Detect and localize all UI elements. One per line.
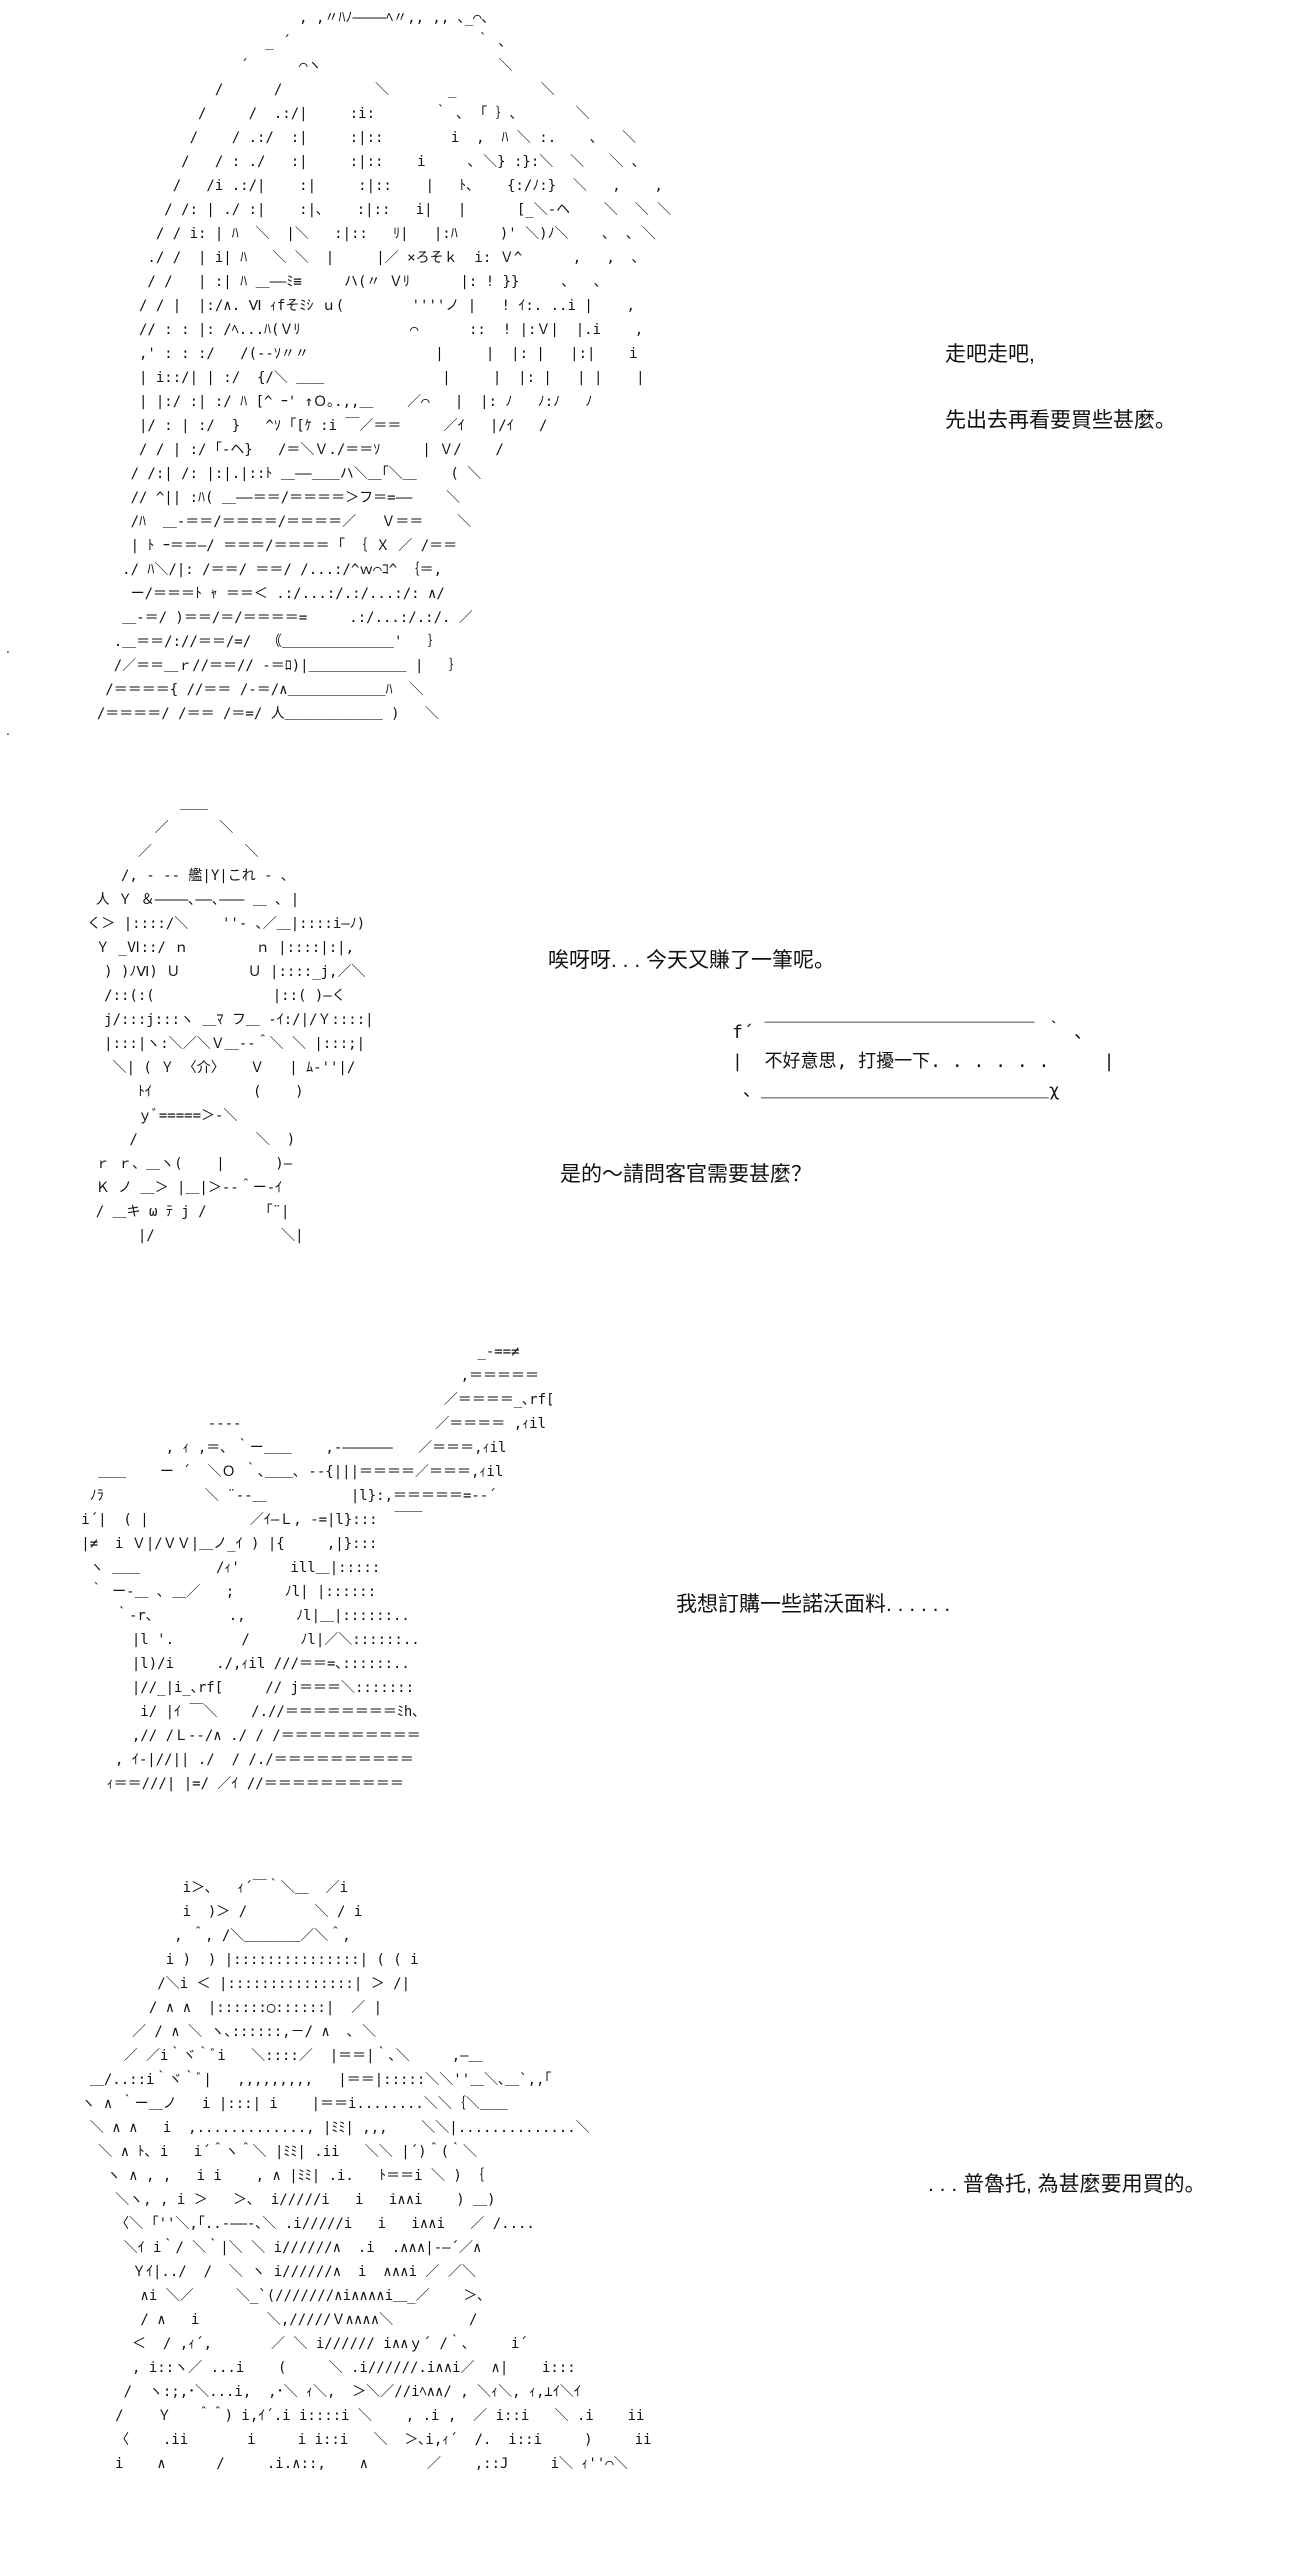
ascii-art-kancolle-shopkeeper: ＿＿ ／ ＼ ／ ＼ /, ‐ -- 艦|Y|これ - ､ 人 Ｙ ＆――――､… — [87, 796, 374, 1244]
dialogue-line-1: 走吧走吧, — [945, 343, 1035, 366]
ascii-art-mecha-pluto: i＞､ ｨ´￣｀＼＿ ／i i )＞ / ＼ / i , ＾, /＼＿＿＿＿／＼… — [81, 1880, 652, 2472]
dialogue-line-2: 先出去再看要買些甚麼。 — [945, 409, 1176, 432]
margin-dot: . — [6, 722, 10, 738]
ascii-art-customer: _-==≠ ,＝＝＝＝＝ ／＝＝＝＝_､rf[ ---- ／＝＝＝＝ ,ｨil … — [81, 1344, 555, 1792]
dialogue-line-6: . . . 普魯托, 為甚麼要用買的。 — [928, 2173, 1206, 2196]
dialogue-line-4: 是的～請問客官需要甚麼？ — [560, 1163, 812, 1186]
dialogue-line-3: 唉呀呀. . . 今天又賺了一筆呢。 — [548, 949, 836, 972]
margin-dot: . — [6, 640, 10, 656]
ascii-art-long-haired-girl: , ,〃ﾊﾉ――――ﾍ〃,, ,, ､_⌒､ _ ´ ｀ ､ ´ ⌒ヽ ＼ / … — [96, 10, 672, 722]
speech-bubble: f´ ￣￣￣￣￣￣￣￣￣￣￣￣￣￣￣ ｀ 、 | 不好意思, 打擾一下. . .… — [732, 1022, 1115, 1101]
dialogue-line-5: 我想訂購一些諾沃面料. . . . . . — [676, 1593, 951, 1616]
